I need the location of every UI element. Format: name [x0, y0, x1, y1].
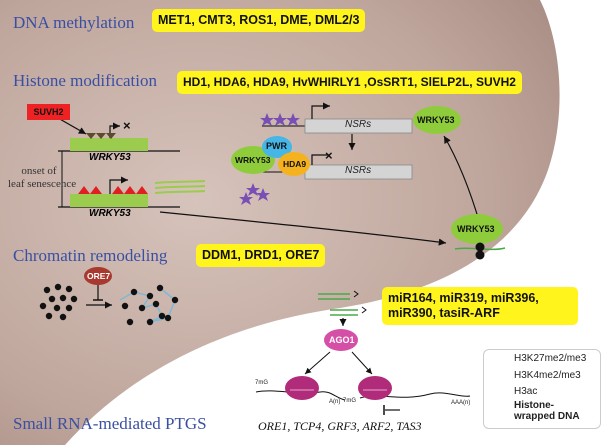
nucleosome [475, 242, 485, 252]
nsrs-tss-bottom [311, 154, 330, 165]
transcript-line [154, 180, 206, 184]
tss-arrow-bottom [109, 176, 128, 194]
box-chromatin-remodeling: DDM1, DRD1, ORE7 [196, 244, 326, 267]
condensed-chromatin [39, 283, 78, 321]
ribosome [285, 376, 319, 400]
hda9-oval [278, 152, 310, 176]
wrky53-complex-label: WRKY53 [235, 155, 271, 165]
block-cross-top: × [123, 118, 131, 133]
nsrs-label-bottom: NSRs [345, 165, 372, 176]
box-dna-methylation: MET1, CMT3, ROS1, DME, DML2/3 [152, 9, 366, 32]
transcript-line [154, 185, 206, 189]
h3ac-marker [260, 113, 274, 126]
hda9-label: HDA9 [283, 159, 307, 169]
wrky53-nucleus-label: WRKY53 [417, 115, 455, 125]
open-chromatin [119, 284, 179, 326]
ribosome [358, 376, 392, 400]
h3k4-marker [124, 186, 136, 194]
wrky53-gene-label-top: WRKY53 [89, 152, 131, 163]
target-genes-label: ORE1, TCP4, GRF3, ARF2, TAS3 [258, 419, 422, 433]
legend-histone-line-2: wrapped DNA [514, 411, 580, 422]
section-small-rna-ptgs: Small RNA-mediated PTGS [13, 414, 207, 433]
cap-right-label: 7mG [343, 398, 357, 404]
wrky53-oval-nucleus [413, 106, 461, 134]
ago1-label: AGO1 [329, 335, 355, 345]
section-chromatin-remodeling: Chromatin remodeling [13, 246, 168, 265]
h3k4-marker [78, 186, 90, 194]
legend: H3K27me2/me3 H3K4me2/me3 H3ac Histone- w… [483, 349, 601, 429]
onset-line-1: onset of [21, 165, 57, 177]
h3k27-marker [96, 133, 106, 139]
ore7-label: ORE7 [87, 271, 111, 281]
h3ac-marker [273, 113, 287, 126]
cleavage-arrow [304, 351, 331, 375]
h3ac-marker [286, 113, 300, 126]
wrky53-gene-top [70, 138, 148, 151]
legend-histone-label: Histone- wrapped DNA [514, 400, 580, 422]
wrky53-oval-bound [451, 214, 503, 244]
nsrs-tss-top [311, 102, 330, 119]
wrky53-up-arrow [443, 135, 481, 225]
section-dna-methylation: DNA methylation [13, 13, 135, 32]
h3k27-marker [106, 133, 116, 139]
suvh2-arrow [57, 117, 87, 135]
section-histone-modification: Histone modification [13, 71, 158, 90]
polya-left-label: A(n) [329, 399, 341, 405]
small-rna-line-1: miR164, miR319, miR396, [388, 291, 539, 305]
legend-histone-line-1: Histone- [514, 400, 554, 411]
suvh2-label: SUVH2 [27, 104, 70, 120]
h3ac-marker [246, 183, 260, 196]
box-histone-modification: HD1, HDA6, HDA9, HvWHIRLY1 ,OsSRT1, SlEL… [177, 71, 522, 94]
translation-arrow [159, 211, 447, 246]
wrky53-bound-label: WRKY53 [457, 224, 495, 234]
repression-arrow [351, 351, 373, 375]
h3k4-marker [90, 186, 102, 194]
h3k4-marker [112, 186, 124, 194]
nsrs-box-top [304, 118, 413, 134]
wrky53-oval [231, 146, 275, 174]
ago1-oval [324, 329, 358, 351]
cap-left-label: 7mG [255, 380, 269, 386]
ago1-loaded-rna [329, 327, 357, 331]
polya-right-label: AAA(n) [451, 400, 471, 406]
legend-h3ac-label: H3ac [514, 386, 538, 397]
h3ac-marker [256, 188, 270, 201]
mrna-cleaved [255, 390, 346, 401]
transcript-line [154, 190, 206, 194]
h3ac-marker [239, 192, 253, 205]
nucleosome [475, 250, 485, 260]
onset-senescence-label: onset of leaf senescence [8, 165, 77, 191]
legend-h3k4-label: H3K4me2/me3 [514, 370, 581, 381]
pwr-label: PWR [266, 141, 287, 151]
small-rna-line-2: miR390, tasiR-ARF [388, 306, 500, 320]
nsrs-label-top: NSRs [345, 119, 372, 130]
h3k4-marker [136, 186, 148, 194]
legend-h3k27-label: H3K27me2/me3 [514, 353, 587, 364]
wrky53-gene-label-bottom: WRKY53 [89, 208, 131, 219]
mirna-duplexes [318, 290, 367, 316]
pwr-oval [262, 136, 292, 158]
wrky53-gene-bottom [70, 194, 148, 207]
ore7-oval [84, 267, 112, 285]
block-cross-nsrs: × [325, 148, 333, 163]
box-small-rna: miR164, miR319, miR396, miR390, tasiR-AR… [382, 287, 578, 325]
onset-line-2: leaf senescence [8, 178, 77, 190]
h3k27-marker [86, 133, 96, 139]
